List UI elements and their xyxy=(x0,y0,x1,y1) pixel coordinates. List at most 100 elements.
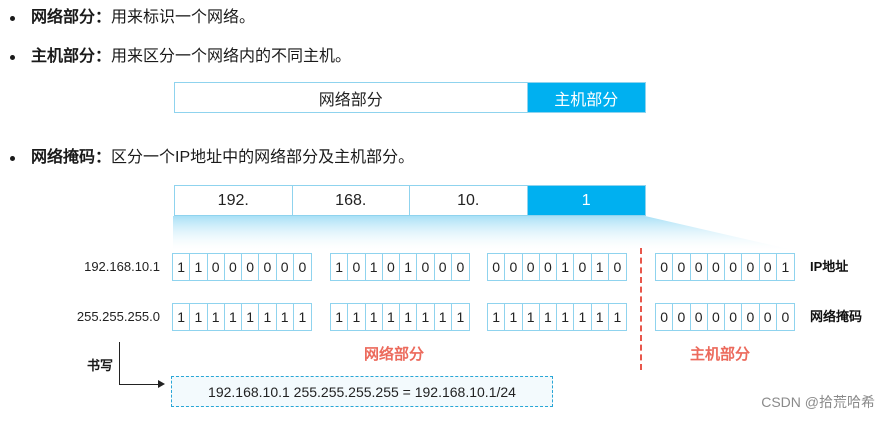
bit: 1 xyxy=(298,309,307,325)
bit: 1 xyxy=(190,304,208,330)
octet-cell: 168. xyxy=(293,186,410,215)
bit: 1 xyxy=(523,304,540,330)
bit: 0 xyxy=(656,254,674,280)
bit: 1 xyxy=(208,304,225,330)
bullet-network-part: 网络部分： 用来标识一个网络。 xyxy=(10,8,255,28)
cidr-notation-box: 192.168.10.1 255.255.255.255 = 192.168.1… xyxy=(171,376,553,407)
bullet-term: 网络掩码： xyxy=(31,149,112,166)
bit: 0 xyxy=(259,254,277,280)
arrow-right-icon xyxy=(158,380,165,388)
bit: 1 xyxy=(557,304,575,330)
bit: 1 xyxy=(277,304,294,330)
bullet-dot-icon xyxy=(10,155,15,161)
bit: 0 xyxy=(613,259,622,275)
octet-cell: 192. xyxy=(175,186,293,215)
bit: 1 xyxy=(173,254,191,280)
bit: 1 xyxy=(331,254,349,280)
bit: 0 xyxy=(208,254,225,280)
bit: 0 xyxy=(298,259,307,275)
bit: 1 xyxy=(259,304,277,330)
ip-address-label: IP地址 xyxy=(810,259,849,274)
bit: 1 xyxy=(417,304,435,330)
mask-row-label: 255.255.255.0 xyxy=(76,309,160,324)
bullet-host-part: 主机部分： 用来区分一个网络内的不同主机。 xyxy=(10,47,351,67)
bit: 0 xyxy=(488,254,506,280)
bit: 0 xyxy=(417,254,435,280)
bit: 1 xyxy=(592,304,609,330)
bit: 1 xyxy=(383,304,400,330)
bit: 1 xyxy=(366,304,383,330)
bit: 0 xyxy=(673,304,691,330)
bit: 0 xyxy=(725,254,743,280)
bit: 1 xyxy=(400,254,418,280)
bullet-desc: 用来标识一个网络。 xyxy=(111,9,256,26)
bullet-dot-icon xyxy=(10,54,15,60)
bit: 1 xyxy=(488,304,506,330)
bit: 1 xyxy=(173,304,191,330)
host-part-label: 主机部分 xyxy=(690,346,751,363)
bullet-term: 主机部分： xyxy=(31,48,112,65)
network-host-split-bar: 网络部分 主机部分 xyxy=(174,82,646,113)
bullet-desc: 用来区分一个网络内的不同主机。 xyxy=(111,48,352,65)
ip-row-label: 192.168.10.1 xyxy=(84,259,160,274)
bit: 0 xyxy=(691,304,708,330)
bit: 1 xyxy=(242,304,260,330)
bit: 0 xyxy=(505,254,523,280)
bit: 0 xyxy=(348,254,366,280)
bit: 0 xyxy=(725,304,743,330)
bullet-desc: 区分一个IP地址中的网络部分及主机部分。 xyxy=(111,149,415,166)
bit: 1 xyxy=(781,259,790,275)
bit: 0 xyxy=(673,254,691,280)
bit: 1 xyxy=(557,254,575,280)
write-label: 书写 xyxy=(87,358,114,373)
network-part-label: 网络部分 xyxy=(364,346,425,363)
bit: 0 xyxy=(742,254,760,280)
bit: 0 xyxy=(742,304,760,330)
split-host-cell: 主机部分 xyxy=(527,83,645,112)
bit: 0 xyxy=(277,254,294,280)
ip-octet-bar: 192. 168. 10. 1 xyxy=(174,185,646,216)
bit: 0 xyxy=(760,304,777,330)
bullet-dot-icon xyxy=(10,15,15,21)
watermark: CSDN @拾荒哈希 xyxy=(761,394,875,410)
bit: 1 xyxy=(456,309,465,325)
bit: 0 xyxy=(242,254,260,280)
bit: 0 xyxy=(456,259,465,275)
arrow-line-vertical xyxy=(119,342,120,385)
bit: 1 xyxy=(190,254,208,280)
bit: 0 xyxy=(781,309,790,325)
bit: 1 xyxy=(348,304,366,330)
network-host-divider xyxy=(640,248,642,370)
arrow-line-horizontal xyxy=(119,384,159,385)
bit: 1 xyxy=(540,304,557,330)
bit: 0 xyxy=(708,254,725,280)
bit: 1 xyxy=(400,304,418,330)
bullet-term: 网络部分： xyxy=(31,9,112,26)
bit: 0 xyxy=(383,254,400,280)
bit: 0 xyxy=(435,254,452,280)
bit: 0 xyxy=(225,254,242,280)
bit: 0 xyxy=(691,254,708,280)
octet-cell-host: 1 xyxy=(527,186,645,215)
bit: 0 xyxy=(708,304,725,330)
bit: 1 xyxy=(225,304,242,330)
bit: 1 xyxy=(592,254,609,280)
netmask-label: 网络掩码 xyxy=(810,309,863,324)
bit: 0 xyxy=(656,304,674,330)
bit: 0 xyxy=(574,254,592,280)
bit: 0 xyxy=(540,254,557,280)
expand-gradient-shape xyxy=(173,216,793,250)
octet-cell: 10. xyxy=(410,186,528,215)
bit: 1 xyxy=(435,304,452,330)
bit: 1 xyxy=(505,304,523,330)
bit: 0 xyxy=(760,254,777,280)
split-network-cell: 网络部分 xyxy=(175,83,528,112)
bit: 1 xyxy=(366,254,383,280)
